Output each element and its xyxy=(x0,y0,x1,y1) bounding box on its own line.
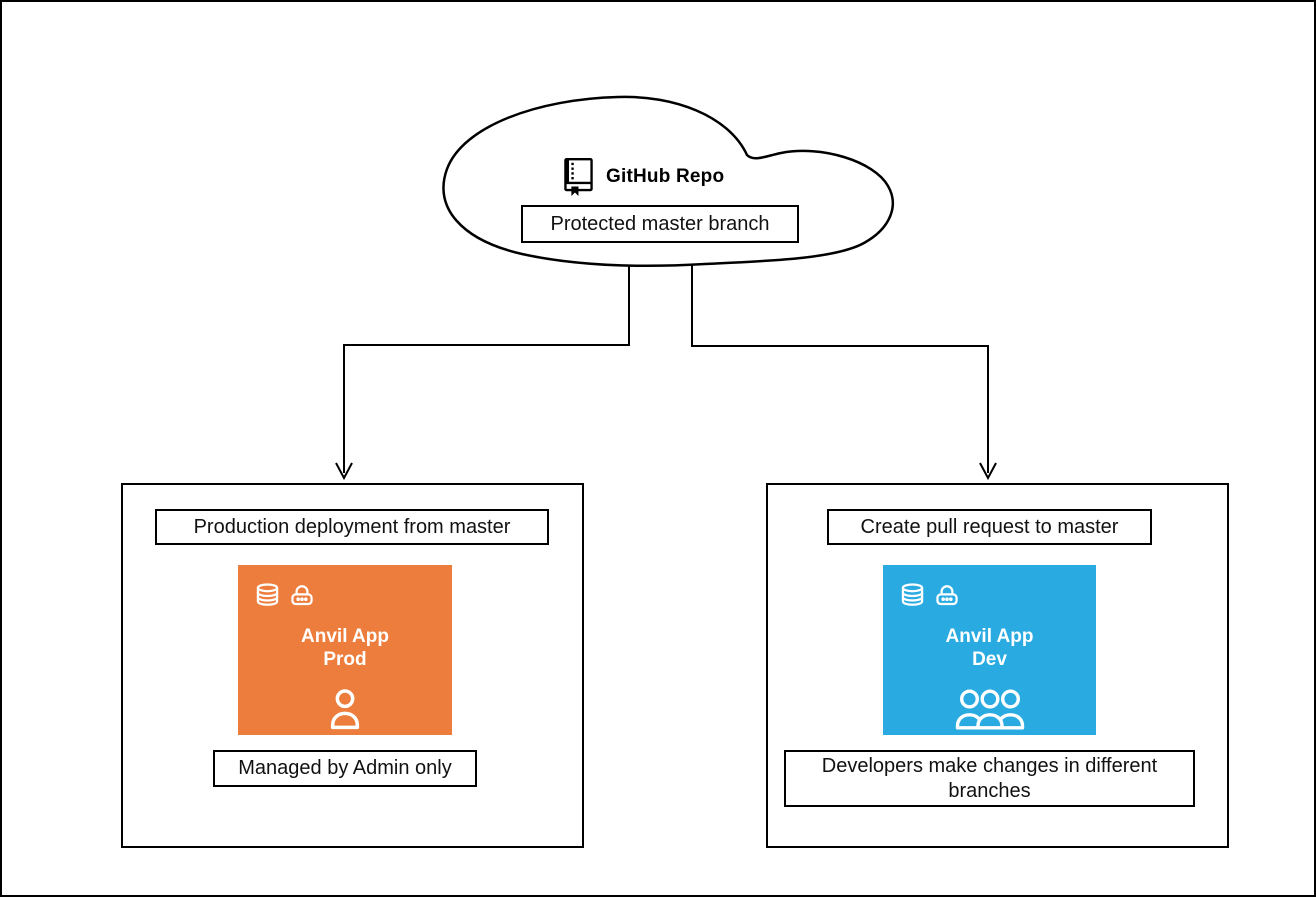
user-group-middle xyxy=(975,689,1004,730)
database-cylinder-icon xyxy=(256,583,279,606)
dev-card-title: Anvil App Dev xyxy=(883,625,1096,671)
prod-card-title: Anvil App Prod xyxy=(238,625,452,671)
right-connector-arrowhead xyxy=(979,462,997,481)
anvil-app-dev-card: Anvil App Dev xyxy=(883,565,1096,735)
single-user-icon xyxy=(330,689,360,730)
github-repo-book-icon xyxy=(564,158,593,196)
dev-card-icons xyxy=(899,581,961,610)
prod-top-label: Production deployment from master xyxy=(155,509,549,545)
password-lock-icon xyxy=(936,585,958,606)
dev-bottom-label: Developers make changes in different bra… xyxy=(784,750,1195,807)
cloud-header: GitHub Repo xyxy=(564,157,724,197)
database-cylinder-icon xyxy=(901,583,924,606)
user-group-icon xyxy=(955,689,1024,730)
left-connector-line xyxy=(343,266,630,473)
prod-card-title-line1: Anvil App xyxy=(301,626,389,647)
prod-card-icons xyxy=(254,581,316,610)
anvil-app-prod-card: Anvil App Prod xyxy=(238,565,452,735)
protected-branch-label: Protected master branch xyxy=(521,205,799,243)
prod-card-title-line2: Prod xyxy=(323,649,367,670)
dev-card-title-line1: Anvil App xyxy=(945,626,1034,647)
left-connector-arrowhead xyxy=(335,462,353,481)
dev-top-label: Create pull request to master xyxy=(827,509,1152,545)
dev-card-bottom xyxy=(883,688,1096,730)
prod-card-bottom xyxy=(238,686,452,730)
cloud-title: GitHub Repo xyxy=(606,166,725,187)
right-connector-line xyxy=(691,265,989,473)
user-group-right xyxy=(996,689,1024,730)
prod-bottom-label: Managed by Admin only xyxy=(213,750,477,787)
dev-card-title-line2: Dev xyxy=(972,649,1007,670)
password-lock-icon xyxy=(291,585,313,606)
